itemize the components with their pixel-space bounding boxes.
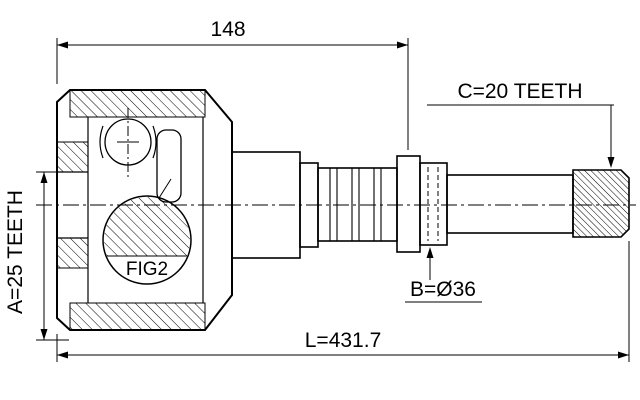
shaft bbox=[231, 151, 574, 259]
inner-race bbox=[156, 129, 182, 203]
spline-a-label: A=25 TEETH bbox=[4, 190, 27, 314]
spline-c-label: C=20 TEETH bbox=[457, 80, 582, 103]
hub-section-hatch-lower bbox=[56, 237, 89, 269]
shaft-long-section bbox=[446, 174, 574, 234]
fig2-callout: FIG2 bbox=[102, 178, 192, 285]
spline-end bbox=[572, 169, 630, 238]
dimension-width-148: 148 bbox=[56, 18, 409, 150]
fig2-leader-line bbox=[158, 178, 172, 199]
arrowhead-l-right bbox=[618, 351, 629, 359]
bearing-ball bbox=[99, 108, 157, 178]
housing-section-hatch-bottom bbox=[69, 302, 206, 331]
label-diameter-b: B=Ø36 bbox=[405, 247, 482, 303]
length-dimension-label: L=431.7 bbox=[305, 329, 382, 352]
arrowhead-diameter-b bbox=[426, 247, 434, 258]
figure-reference-label: FIG2 bbox=[126, 259, 168, 280]
diameter-b-label: B=Ø36 bbox=[410, 278, 476, 301]
arrowhead-left bbox=[57, 41, 68, 49]
arrowhead-l-left bbox=[57, 351, 68, 359]
arrowhead-spline-c bbox=[607, 157, 615, 168]
arrowhead-right bbox=[397, 41, 408, 49]
shaft-ring-section bbox=[419, 162, 448, 246]
label-spline-a: A=25 TEETH bbox=[4, 171, 69, 341]
label-spline-c: C=20 TEETH bbox=[427, 80, 615, 168]
spline-hatch bbox=[572, 169, 630, 238]
housing-section-hatch-top bbox=[69, 89, 206, 118]
dimension-length-l: L=431.7 bbox=[56, 241, 630, 362]
shaft-flange bbox=[396, 155, 421, 253]
arrowhead-a-bottom bbox=[40, 329, 48, 340]
width-dimension-label: 148 bbox=[210, 18, 245, 41]
joint-housing bbox=[56, 89, 233, 331]
arrowhead-a-top bbox=[40, 172, 48, 183]
hub-section-hatch-upper bbox=[56, 141, 89, 173]
